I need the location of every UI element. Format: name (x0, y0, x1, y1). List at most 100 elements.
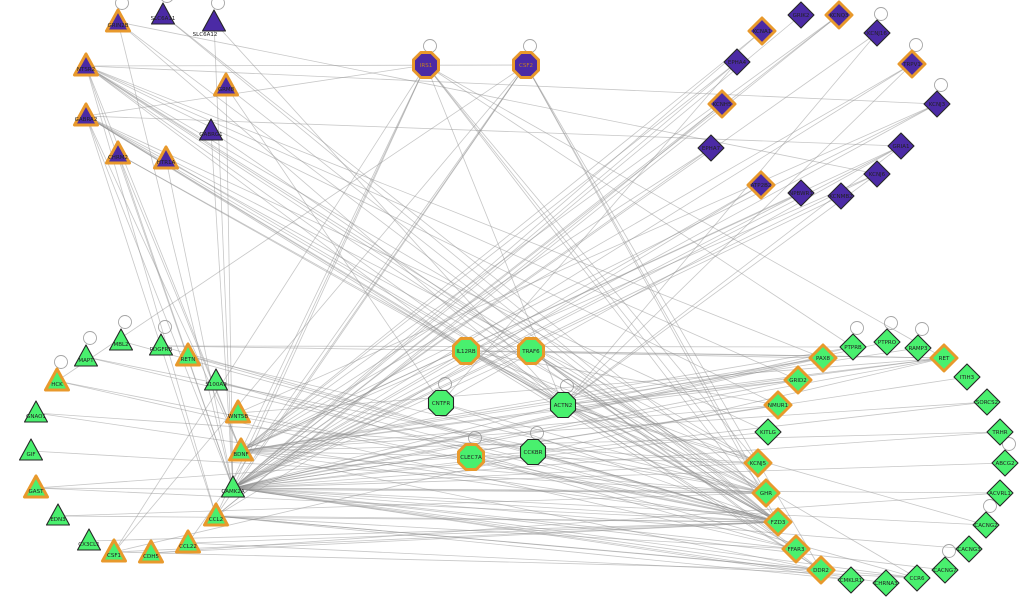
node-shape-IRS1[interactable] (412, 51, 440, 79)
node-GRIN2B[interactable]: GRIN2B (105, 8, 131, 33)
node-shape-SLC6A12[interactable] (201, 9, 227, 32)
node-shape-CSF1[interactable] (101, 538, 127, 563)
node-GHR[interactable]: GHR (751, 478, 781, 508)
node-EPHA4[interactable]: EPHA4 (723, 48, 751, 76)
node-shape-EPHA7[interactable] (697, 134, 725, 162)
node-KCNJ6[interactable]: KCNJ6 (863, 160, 891, 188)
node-CDH5[interactable]: CDH5 (138, 539, 164, 564)
node-shape-BDNF[interactable] (228, 437, 254, 462)
node-shape-TRPV1[interactable] (897, 49, 927, 79)
node-TRHR[interactable]: TRHR (986, 418, 1014, 446)
node-shape-NMUR1[interactable] (763, 390, 793, 420)
node-ABCG2[interactable]: ABCG2 (991, 449, 1019, 477)
node-shape-ATP2B2[interactable] (746, 170, 776, 200)
node-shape-GRM8[interactable] (213, 72, 239, 97)
node-shape-FFAR3[interactable] (781, 534, 811, 564)
node-HCK[interactable]: HCK (44, 367, 70, 392)
node-SLC6A11[interactable]: SLC6A11 (150, 2, 176, 25)
node-shape-CACNG3[interactable] (955, 535, 983, 563)
node-TRAF6[interactable]: TRAF6 (517, 337, 545, 365)
node-MBL2[interactable]: MBL2 (108, 328, 134, 351)
node-BDNF[interactable]: BDNF (228, 437, 254, 462)
node-shape-RAMP3[interactable] (904, 334, 932, 362)
node-ACVRL1[interactable]: ACVRL1 (986, 479, 1014, 507)
node-CSF1[interactable]: CSF1 (101, 538, 127, 563)
node-shape-GRIK2[interactable] (787, 1, 815, 29)
node-TRPV1[interactable]: TRPV1 (897, 49, 927, 79)
node-shape-WNT5B[interactable] (225, 399, 251, 424)
node-KCNJ3[interactable]: KCNJ3 (923, 90, 951, 118)
node-GNAO1[interactable]: GNAO1 (23, 400, 49, 423)
node-shape-NTSR2[interactable] (73, 52, 99, 77)
node-shape-GABRA2[interactable] (73, 102, 99, 127)
node-shape-KITLG[interactable] (754, 418, 782, 446)
node-GABRG1[interactable]: GABRG1 (198, 118, 224, 141)
node-CCL22[interactable]: CCL22 (175, 529, 201, 554)
node-CMKLR1[interactable]: CMKLR1 (837, 566, 865, 594)
node-ITIH3[interactable]: ITIH3 (953, 363, 981, 391)
node-shape-KCNMB2[interactable] (827, 182, 855, 210)
node-shape-KCNJ6[interactable] (863, 160, 891, 188)
node-HTR1A[interactable]: HTR1A (153, 145, 179, 170)
node-shape-ITIH3[interactable] (953, 363, 981, 391)
node-KCNH5[interactable]: KCNH5 (707, 89, 737, 119)
node-PTPRO[interactable]: PTPRO (873, 328, 901, 356)
node-shape-CCKBR[interactable] (519, 438, 547, 466)
node-shape-CDH5[interactable] (138, 539, 164, 564)
node-GRID2[interactable]: GRID2 (783, 365, 813, 395)
node-shape-KCNJ5[interactable] (743, 448, 773, 478)
node-CACNG2[interactable]: CACNG2 (972, 511, 1000, 539)
node-PAX8[interactable]: PAX8 (808, 343, 838, 373)
node-S100A9[interactable]: S100A9 (203, 368, 229, 391)
node-DDR2[interactable]: DDR2 (806, 555, 836, 585)
node-shape-KCNA1[interactable] (747, 16, 777, 46)
node-shape-ACTN2[interactable] (549, 391, 577, 419)
node-shape-PDGFRB[interactable] (148, 333, 174, 356)
node-shape-CACNG7[interactable] (931, 556, 959, 584)
node-shape-EPHA4[interactable] (723, 48, 751, 76)
node-shape-PAX8[interactable] (808, 343, 838, 373)
node-shape-NPBWR1[interactable] (787, 179, 815, 207)
node-ACTN2[interactable]: ACTN2 (549, 391, 577, 419)
node-shape-CLEC7A[interactable] (457, 443, 485, 471)
node-RET[interactable]: RET (929, 343, 959, 373)
node-KCNJ5[interactable]: KCNJ5 (743, 448, 773, 478)
node-CNTFR[interactable]: CNTFR (427, 389, 455, 417)
node-FZD3[interactable]: FZD3 (763, 507, 793, 537)
node-CX3CL1[interactable]: CX3CL1 (76, 528, 102, 551)
node-KCNMB2[interactable]: KCNMB2 (827, 182, 855, 210)
node-PDGFRB[interactable]: PDGFRB (148, 333, 174, 356)
node-shape-SLC6A11[interactable] (150, 2, 176, 25)
node-shape-MBL2[interactable] (108, 328, 134, 351)
node-CACNG3[interactable]: CACNG3 (955, 535, 983, 563)
node-shape-KCNJ3[interactable] (923, 90, 951, 118)
node-CCKBR[interactable]: CCKBR (519, 438, 547, 466)
node-shape-MAPT[interactable] (73, 344, 99, 367)
node-RETN[interactable]: RETN (175, 342, 201, 367)
node-GRM8[interactable]: GRM8 (213, 72, 239, 97)
node-KITLG[interactable]: KITLG (754, 418, 782, 446)
node-shape-PTPRB[interactable] (839, 333, 867, 361)
node-shape-GAST[interactable] (23, 474, 49, 499)
node-shape-CCR6[interactable] (903, 564, 931, 592)
node-WNT5B[interactable]: WNT5B (225, 399, 251, 424)
node-NMUR1[interactable]: NMUR1 (763, 390, 793, 420)
node-GIF[interactable]: GIF (18, 438, 44, 461)
node-IL12RB[interactable]: IL12RB (452, 337, 480, 365)
node-shape-CHRNA3[interactable] (872, 569, 900, 597)
node-shape-KCNQ3[interactable] (824, 0, 854, 30)
node-shape-HCK[interactable] (44, 367, 70, 392)
node-shape-GRIN2B[interactable] (105, 8, 131, 33)
node-CHRM2[interactable]: CHRM2 (105, 140, 131, 165)
node-shape-KCNH5[interactable] (707, 89, 737, 119)
node-GRIK2[interactable]: GRIK2 (787, 1, 815, 29)
node-CSF2[interactable]: CSF2 (512, 51, 540, 79)
node-EDN3[interactable]: EDN3 (45, 503, 71, 526)
node-shape-CNTFR[interactable] (427, 389, 455, 417)
node-shape-IL12RB[interactable] (452, 337, 480, 365)
node-shape-CAMK2A[interactable] (220, 475, 246, 498)
node-shape-ABCG2[interactable] (991, 449, 1019, 477)
node-shape-CMKLR1[interactable] (837, 566, 865, 594)
node-IRS1[interactable]: IRS1 (412, 51, 440, 79)
node-GABRA2[interactable]: GABRA2 (73, 102, 99, 127)
